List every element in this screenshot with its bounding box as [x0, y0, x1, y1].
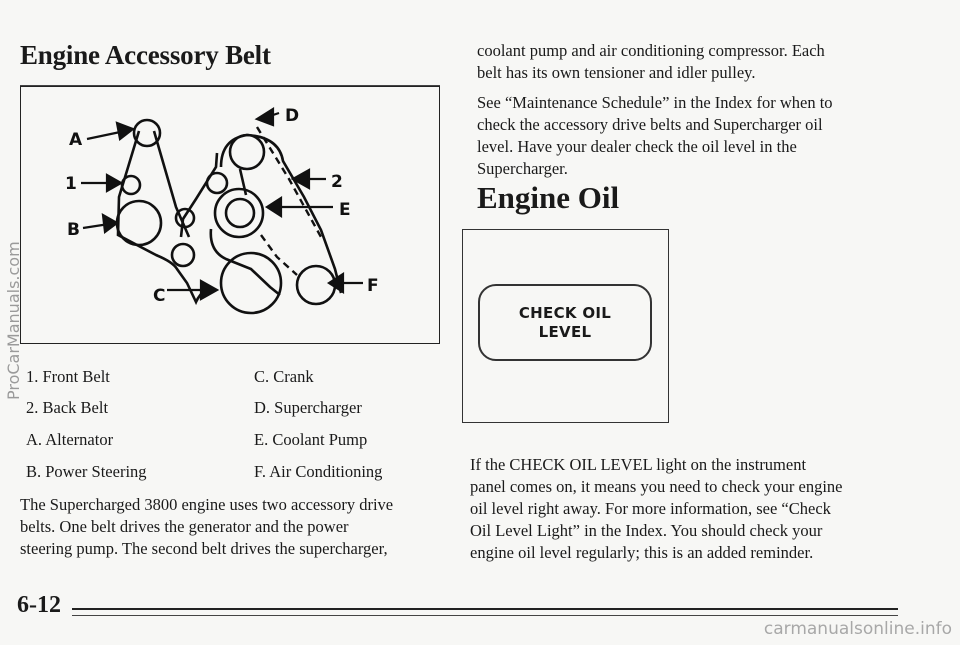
heading-rule [20, 85, 440, 86]
paragraph-line: Oil Level Light” in the Index. You shoul… [470, 521, 823, 540]
idler-pulley-2 [170, 242, 196, 268]
legend-item: D. Supercharger [254, 398, 362, 417]
arrowhead-d [254, 107, 275, 127]
label-f: F [367, 276, 379, 296]
legend-item: 1. Front Belt [26, 367, 110, 386]
back-belt-lower [209, 228, 281, 297]
power-steering-pulley [115, 199, 163, 247]
coolant-pump-pulley-inner [224, 197, 256, 229]
legend-item: B. Power Steering [26, 462, 147, 481]
watermark-left: ProCarManuals.com [4, 241, 23, 400]
paragraph-line: The Supercharged 3800 engine uses two ac… [20, 495, 394, 514]
arrowhead-c [199, 279, 220, 301]
indicator-line: CHECK OIL [518, 303, 612, 322]
section-heading-engine-accessory-belt: Engine Accessory Belt [20, 40, 271, 70]
legend-item: F. Air Conditioning [254, 462, 383, 481]
paragraph-line: See “Maintenance Schedule” in the Index … [477, 93, 833, 112]
legend-item: A. Alternator [26, 430, 114, 449]
belt-diagram-svg: A 1 B C D 2 E F [65, 106, 379, 315]
section-heading-engine-oil: Engine Oil [477, 180, 620, 215]
arrowhead-b [101, 212, 119, 235]
paragraph-line: If the CHECK OIL LEVEL light on the inst… [470, 455, 807, 474]
legend-item: C. Crank [254, 367, 314, 386]
label-b: B [67, 220, 80, 240]
see-maintenance-paragraph: See “Maintenance Schedule” in the Index … [477, 92, 917, 180]
arrowhead-f [326, 271, 345, 295]
label-a: A [69, 130, 83, 150]
legend-item: 2. Back Belt [26, 398, 109, 417]
paragraph-line: coolant pump and air conditioning compre… [477, 41, 825, 60]
label-c: C [153, 286, 165, 306]
paragraph-line: belts. One belt drives the generator and… [20, 517, 349, 536]
continued-paragraph: coolant pump and air conditioning compre… [477, 40, 917, 84]
paragraph-line: oil level right away. For more informati… [470, 499, 831, 518]
front-belt-upper [179, 152, 219, 238]
check-oil-level-indicator-light: CHECK OIL LEVEL [478, 284, 652, 361]
arrowhead-2 [290, 168, 311, 190]
label-d: D [285, 106, 299, 126]
paragraph-line: belt has its own tensioner and idler pul… [477, 63, 756, 82]
check-oil-level-illustration: CHECK OIL LEVEL [462, 229, 669, 423]
indicator-line: LEVEL [538, 322, 592, 341]
legend-item: E. Coolant Pump [254, 430, 368, 449]
supercharged-paragraph: The Supercharged 3800 engine uses two ac… [20, 494, 450, 560]
crank-pulley [219, 251, 283, 315]
paragraph-line: panel comes on, it means you need to che… [470, 477, 843, 496]
paragraph-line: check the accessory drive belts and Supe… [477, 115, 823, 134]
coolant-pump-pulley-outer [213, 187, 265, 239]
check-oil-level-paragraph: If the CHECK OIL LEVEL light on the inst… [470, 454, 930, 564]
paragraph-line: Supercharger. [477, 159, 568, 178]
supercharger-pulley [228, 133, 266, 171]
watermark-bottom: carmanualsonline.info [763, 619, 952, 639]
tensioner-pulley [205, 171, 229, 195]
label-1: 1 [65, 174, 77, 194]
back-belt-dashed-2 [260, 234, 298, 276]
alternator-pulley [132, 118, 162, 148]
ac-pulley [295, 264, 337, 306]
arrowhead-a [115, 121, 136, 141]
arrowhead-e [264, 195, 283, 219]
label-2: 2 [331, 172, 343, 192]
arrowhead-1 [105, 173, 124, 193]
paragraph-line: engine oil level regularly; this is an a… [470, 543, 814, 562]
label-e: E [339, 200, 351, 220]
paragraph-line: steering pump. The second belt drives th… [20, 539, 388, 558]
paragraph-line: level. Have your dealer check the oil le… [477, 137, 797, 156]
idler-pulley-3 [174, 207, 196, 229]
page-number: 6-12 [17, 592, 61, 618]
footer-rule-top [72, 608, 898, 610]
belt-routing-diagram: A 1 B C D 2 E F [20, 86, 440, 344]
idler-pulley-1 [120, 174, 142, 196]
back-belt-dashed-1 [255, 126, 323, 238]
footer-rule-bottom [72, 615, 898, 616]
